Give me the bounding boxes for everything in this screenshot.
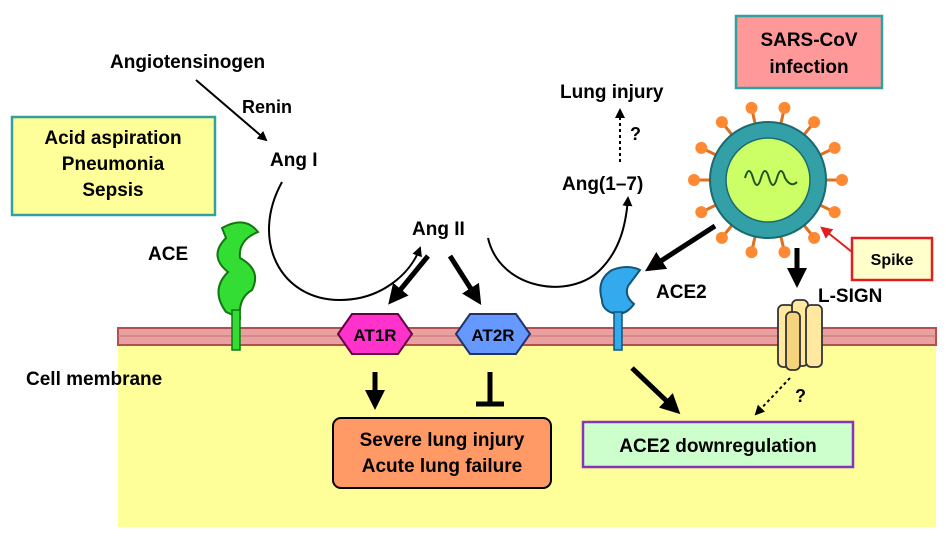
sars-cov-line2: infection [769,57,848,78]
virus-spike-head [715,116,728,129]
virus-spike-head [745,246,758,259]
lung-injury-label: Lung injury [560,82,664,103]
virus-spike-head [688,174,700,186]
virus-to-ace2-arrow [644,223,717,272]
sars-cov-line1: SARS-CoV [760,30,857,51]
renin-arrow [195,79,268,142]
at2r-inhibition-bar [476,372,504,407]
at2r-label: AT2R [471,326,514,345]
virus-spike-head [836,174,848,186]
conditions-line3: Sepsis [82,180,143,201]
sars-cov-box: SARS-CoV infection [734,14,884,90]
virus-spike-head [828,206,841,219]
ace2-receptor [599,266,642,351]
lsign-to-downregulation-dotted-arrow [754,377,791,416]
ang2-to-at1r-arrow [388,254,430,305]
lsign-question: ? [795,386,806,406]
renin-label: Renin [242,97,292,117]
ang2-to-at2r-arrow [447,254,482,306]
lung-injury-question: ? [630,124,641,144]
virus-spike-head [695,206,708,219]
ace-conversion-arrow [268,181,422,302]
at1r-label: AT1R [353,326,396,345]
virus-spike-head [778,246,791,259]
ace2-downregulation-box: ACE2 downregulation [581,420,855,469]
ace-label: ACE [148,244,188,265]
ace2-conversion-arrow [487,196,633,288]
cell-membrane-label: Cell membrane [26,369,162,390]
virus-spike-head [745,101,758,114]
outcome-box: Severe lung injury Acute lung failure [332,417,552,489]
virus-spike-head [808,116,821,129]
outcome-line2: Acute lung failure [362,456,522,477]
sars-cov-virus [688,101,848,259]
lsign-receptor [777,299,823,371]
spike-label-box: Spike [820,226,934,282]
at2r-receptor: AT2R [454,313,532,355]
outcome-line1: Severe lung injury [360,430,525,451]
virus-spike-head [715,231,728,244]
conditions-line1: Acid aspiration [44,128,181,149]
virus-spike-head [808,231,821,244]
virus-spike-head [778,101,791,114]
viral-rna-icon [744,170,798,186]
ang1-label: Ang I [270,150,318,171]
spike-pointer-arrow [820,226,853,253]
ace2-to-downregulation-arrow [630,366,681,415]
ace-receptor [216,221,260,351]
conditions-box: Acid aspiration Pneumonia Sepsis [10,115,217,217]
lsign-label: L-SIGN [818,286,882,307]
ang2-label: Ang II [412,219,465,240]
ang17-label: Ang(1–7) [562,174,643,195]
virus-spike-head [695,141,708,154]
spike-label: Spike [871,252,914,269]
virus-spike-head [828,141,841,154]
conditions-line2: Pneumonia [62,154,165,175]
at1r-receptor: AT1R [336,313,414,355]
ace2-label: ACE2 [656,282,707,303]
ace2-downregulation-label: ACE2 downregulation [619,436,816,457]
angiotensinogen-label: Angiotensinogen [110,52,265,73]
